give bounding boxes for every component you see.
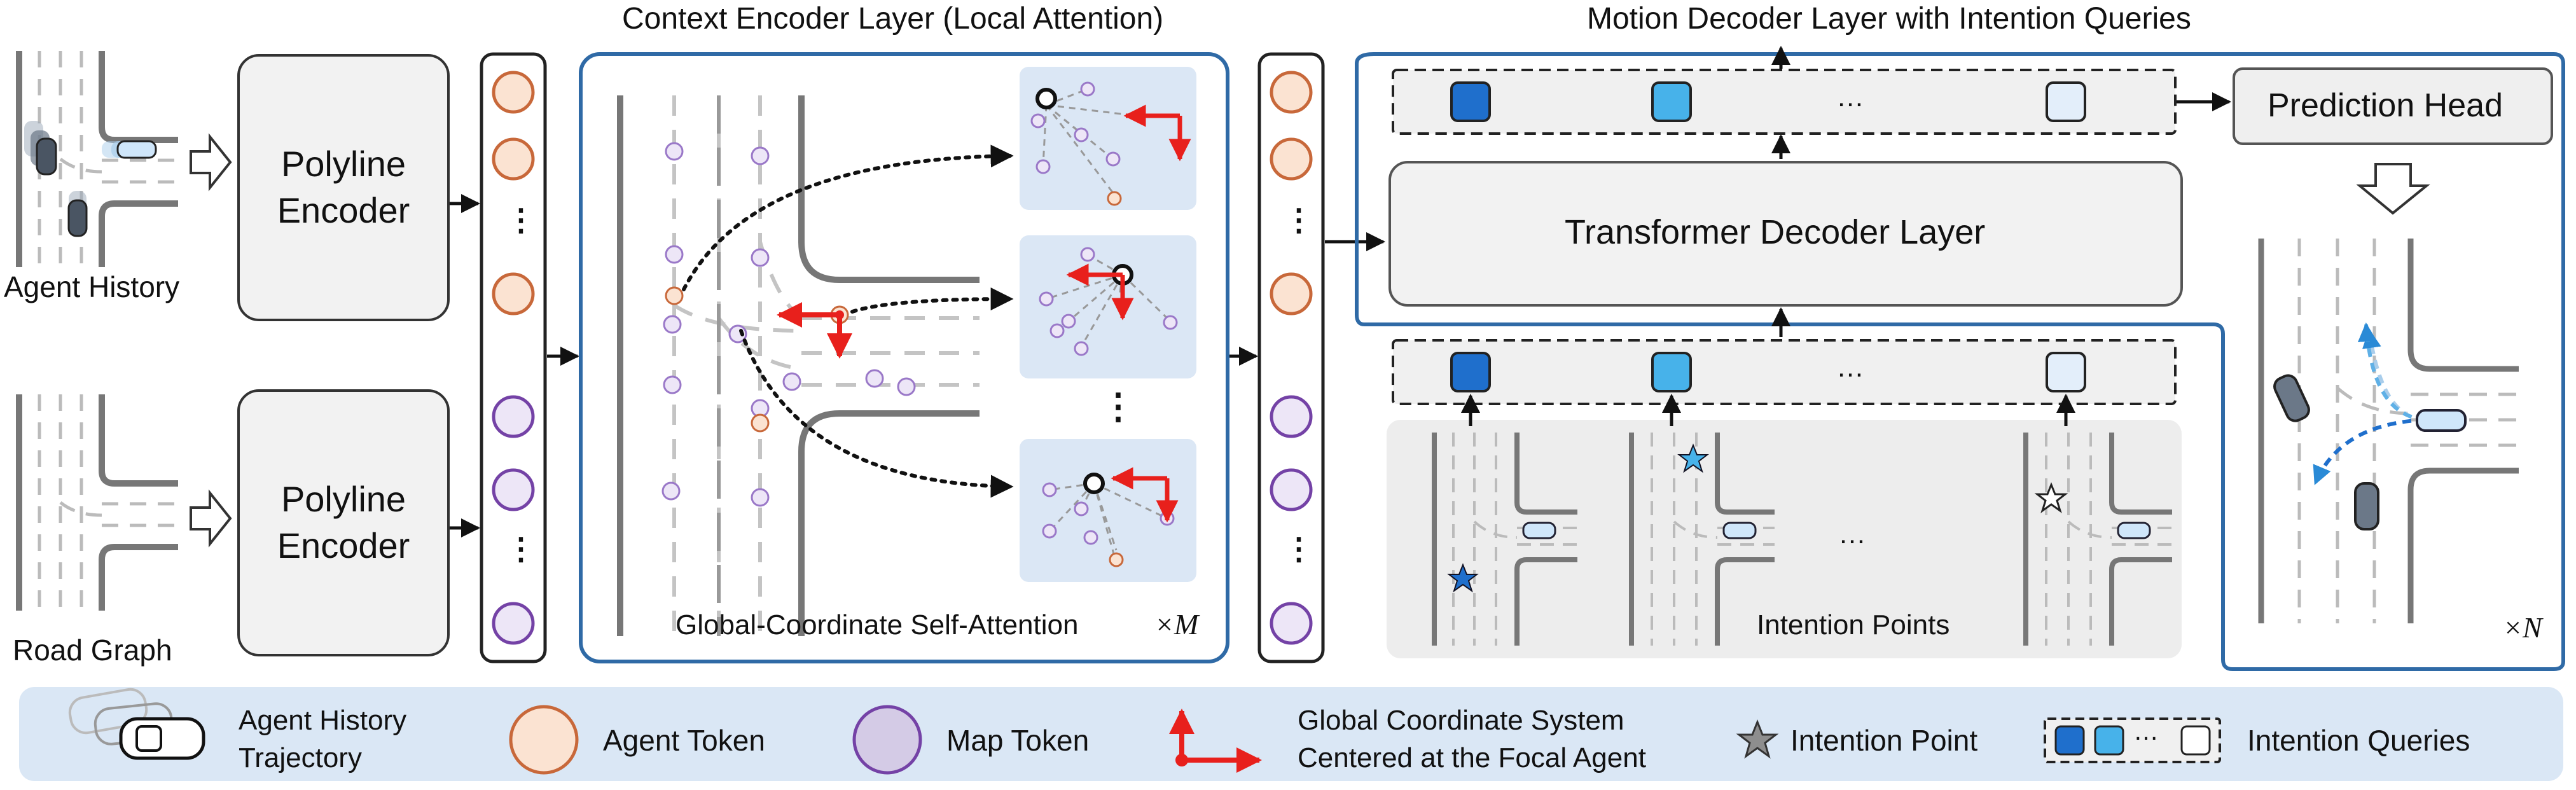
agent-history-road-map [16, 51, 178, 267]
hollow-arrow-1 [190, 133, 232, 191]
motion-decoder-title: Motion Decoder Layer with Intention Quer… [1587, 2, 2191, 36]
attention-panel-1 [1020, 67, 1196, 210]
legend-map-token-text: Map Token [946, 724, 1090, 757]
query-top-1 [1450, 81, 1491, 122]
road-graph-label: Road Graph [13, 634, 172, 667]
query-top-2 [1651, 81, 1692, 122]
legend-agent-token-icon [509, 705, 579, 775]
polyline-encoder-2-line2: Encoder [277, 525, 410, 565]
token-ellipsis-1a: ⋮ [506, 204, 536, 237]
legend-agent-history-line1: Agent History [239, 705, 407, 736]
legend-coord-icon [1169, 709, 1262, 773]
map-token-group-2 [1270, 395, 1313, 645]
intention-map-1 [1432, 433, 1577, 646]
attention-panel-3 [1020, 439, 1196, 582]
legend-intention-point-text: Intention Point [1790, 724, 1978, 757]
legend-global-coord-text: Global Coordinate System Centered at the… [1298, 702, 1646, 777]
token-ellipsis-2a: ⋮ [1284, 204, 1314, 237]
token-ellipsis-1b: ⋮ [506, 532, 536, 566]
query-row-bottom [1392, 339, 2177, 405]
attention-panel-2 [1020, 235, 1196, 378]
prediction-head-box [2233, 67, 2553, 145]
legend-intention-point-icon [1736, 719, 1779, 759]
query-ellipsis-bottom: … [1836, 352, 1864, 383]
output-prediction-map [2258, 239, 2519, 623]
intention-arrows-up [1461, 394, 2075, 426]
hollow-arrow-2 [190, 489, 232, 548]
global-self-attention-label: Global-Coordinate Self-Attention [675, 609, 1079, 641]
intention-points-label: Intention Points [1757, 609, 1950, 641]
legend-intention-queries-icon [2044, 717, 2221, 763]
polyline-encoder-1-line2: Encoder [277, 190, 410, 230]
transformer-decoder-label: Transformer Decoder Layer [1565, 213, 1986, 251]
agent-token-group-1 [492, 71, 535, 315]
prediction-head-label: Prediction Head [2268, 87, 2503, 124]
transformer-decoder-box [1388, 161, 2183, 307]
polyline-encoder-2-line1: Polyline [280, 479, 406, 520]
context-encoder-title: Context Encoder Layer (Local Attention) [622, 2, 1164, 36]
agent-history-label: Agent History [4, 270, 180, 303]
legend-agent-history-text: Agent History Trajectory [239, 702, 406, 777]
query-ellipsis-top: … [1836, 81, 1864, 113]
token-column-input [480, 52, 547, 663]
legend-bar [19, 687, 2563, 781]
intention-map-2 [1629, 433, 1775, 646]
attention-arrows [682, 144, 1014, 498]
legend-agent-token-text: Agent Token [603, 724, 765, 757]
context-map-nodes [661, 142, 916, 507]
token-ellipsis-2b: ⋮ [1284, 532, 1314, 566]
agent-history-cars [24, 121, 157, 237]
legend-global-coord-line2: Centered at the Focal Agent [1298, 742, 1646, 774]
query-bottom-2 [1651, 352, 1692, 392]
map-token-group-1 [492, 395, 535, 645]
legend-map-token-icon [852, 705, 922, 775]
token-column-output [1257, 52, 1325, 663]
road-graph-map [16, 394, 178, 611]
legend-queries-ellipsis: … [2133, 717, 2159, 745]
times-m-label: ×M [1154, 608, 1199, 641]
context-coord-frame [777, 302, 852, 359]
legend-agent-history-icon [68, 688, 205, 760]
times-n-label: ×N [2503, 611, 2542, 644]
intention-map-3 [2023, 433, 2172, 646]
polyline-encoder-1-line1: Polyline [280, 144, 406, 184]
map-ellipsis: … [1838, 518, 1866, 550]
intention-points-panel [1387, 420, 2182, 658]
panel-ellipsis: ⋮ [1100, 386, 1136, 426]
legend-global-coord-line1: Global Coordinate System [1298, 705, 1624, 736]
context-agent-nodes [665, 286, 849, 433]
focal-agent-dot [835, 310, 844, 319]
motion-decoder-frame [1355, 52, 2565, 671]
hollow-arrow-down [2356, 163, 2430, 215]
query-bottom-1 [1450, 352, 1491, 392]
legend-agent-history-line2: Trajectory [239, 742, 362, 774]
agent-token-group-2 [1270, 71, 1313, 315]
query-top-3 [2046, 81, 2086, 122]
legend-intention-queries-text: Intention Queries [2247, 724, 2470, 757]
query-bottom-3 [2046, 352, 2086, 392]
query-row-top [1392, 69, 2177, 135]
